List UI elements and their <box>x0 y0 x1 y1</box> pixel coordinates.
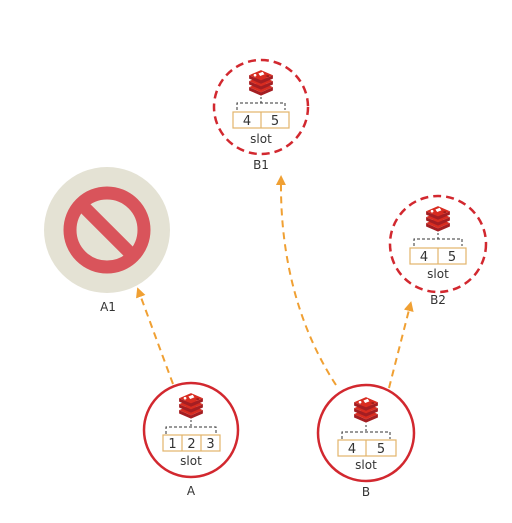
node-b1: 4 5 slot B1 <box>212 58 310 172</box>
node-a-slot-1: 2 <box>187 437 195 452</box>
node-a-label: A <box>187 484 196 498</box>
redis-stack-icon <box>426 206 450 232</box>
node-b1-slot-0: 4 <box>243 114 251 129</box>
node-b2-label: B2 <box>430 293 446 307</box>
node-b-bracket <box>341 431 391 439</box>
node-b1-slot-label: slot <box>250 132 272 146</box>
node-b-slot-label: slot <box>355 458 377 472</box>
node-b-slot-box <box>337 439 397 457</box>
node-a-slot-box <box>162 434 221 452</box>
redis-stack-icon <box>179 393 203 419</box>
node-a-slot-0: 1 <box>168 437 176 452</box>
node-b-label: B <box>362 485 370 499</box>
edge-b-to-b2 <box>388 301 414 389</box>
node-b2-slot-0: 4 <box>420 250 428 265</box>
node-b1-circle <box>212 58 310 156</box>
node-a1: A1 <box>44 167 170 314</box>
edge-b-to-b1 <box>275 175 337 386</box>
node-b-slot-0: 4 <box>348 442 356 457</box>
redis-stack-icon <box>354 397 378 423</box>
node-a: 1 2 3 slot A <box>142 381 240 498</box>
node-a-bracket <box>165 426 217 434</box>
node-b-slot-1: 5 <box>377 442 385 457</box>
edge-a-to-a1 <box>136 287 174 385</box>
node-a-slot-2: 3 <box>206 437 214 452</box>
node-b-circle <box>316 383 416 483</box>
node-b: 4 5 slot B <box>316 383 416 499</box>
node-b1-slot-1: 5 <box>271 114 279 129</box>
prohibited-icon <box>63 186 151 274</box>
node-b1-label: B1 <box>253 158 269 172</box>
node-a-slot-label: slot <box>180 454 202 468</box>
redis-stack-icon <box>249 70 273 96</box>
node-b2-slot-1: 5 <box>448 250 456 265</box>
node-b2-circle <box>388 194 488 294</box>
node-b2: 4 5 slot B2 <box>388 194 488 307</box>
node-a1-label: A1 <box>100 300 116 314</box>
node-b2-slot-label: slot <box>427 267 449 281</box>
node-a-circle <box>142 381 240 479</box>
